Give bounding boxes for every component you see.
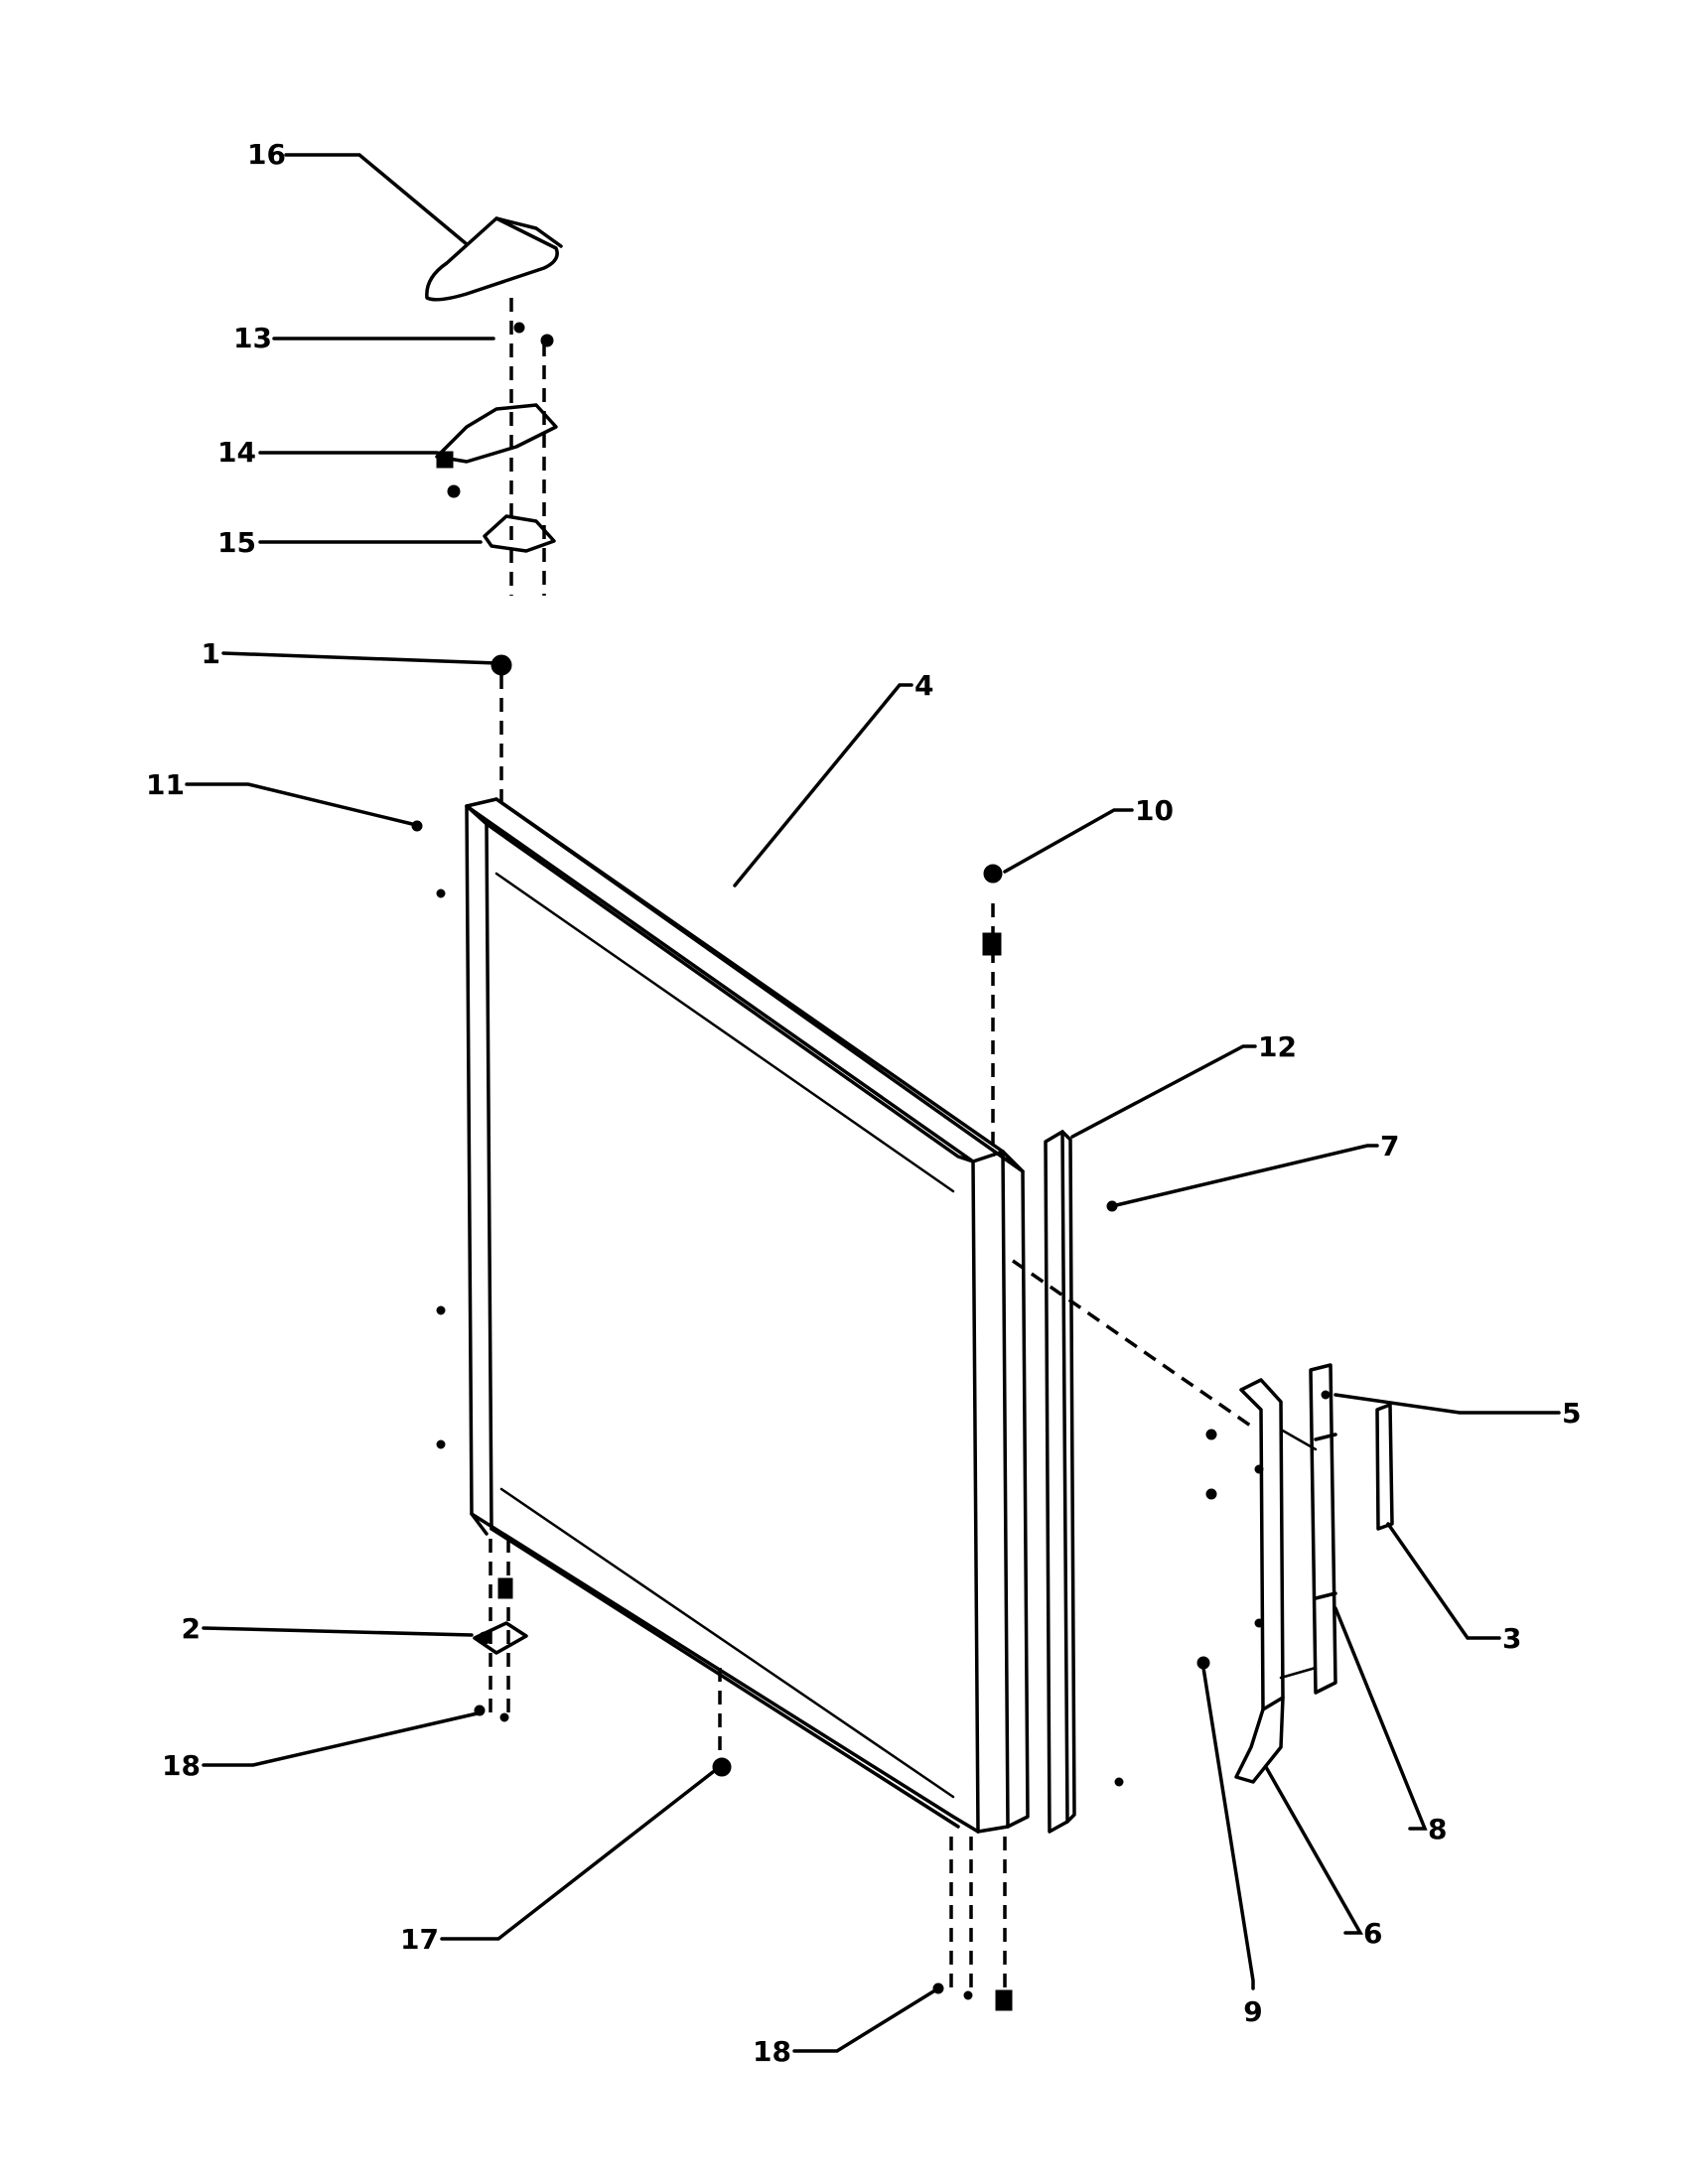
callout-13: 13 — [233, 322, 272, 354]
callout-11: 11 — [146, 768, 185, 801]
alignment-lines — [489, 675, 1257, 2005]
callout-1: 1 — [202, 637, 220, 670]
callout-8: 8 — [1428, 1813, 1447, 1845]
leader-lines — [185, 153, 1561, 2053]
callout-12: 12 — [1258, 1030, 1297, 1063]
handle-assembly-part — [1196, 1363, 1394, 1784]
callout-16: 16 — [247, 138, 286, 171]
callout-18-bottom: 18 — [753, 2035, 791, 2068]
hinge-cover-part — [425, 216, 563, 302]
callout-4: 4 — [914, 669, 933, 702]
callout-3: 3 — [1502, 1622, 1521, 1655]
callout-15: 15 — [217, 526, 256, 559]
callout-labels: 16 13 14 15 1 4 11 10 12 7 5 3 2 18 8 6 … — [146, 138, 1581, 2068]
callout-9: 9 — [1243, 1995, 1262, 2028]
callout-6: 6 — [1363, 1917, 1382, 1950]
door-frame-part — [465, 797, 1030, 1834]
top-hinge-part — [435, 298, 558, 596]
callout-5: 5 — [1562, 1397, 1581, 1430]
callout-10: 10 — [1135, 794, 1174, 827]
fasteners — [411, 654, 1124, 2011]
callout-2: 2 — [182, 1612, 201, 1645]
bottom-hinge-part — [473, 1621, 528, 1655]
callout-18-left: 18 — [162, 1749, 201, 1782]
callout-14: 14 — [217, 436, 256, 469]
callout-7: 7 — [1380, 1130, 1399, 1162]
callout-17: 17 — [400, 1923, 439, 1956]
vertical-strip-part — [1044, 1130, 1076, 1834]
